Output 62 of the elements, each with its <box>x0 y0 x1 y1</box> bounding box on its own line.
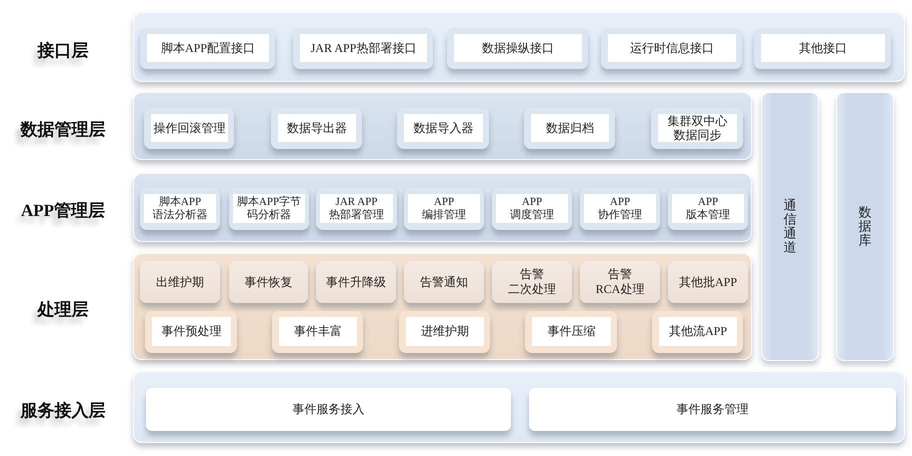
module-tile <box>399 311 490 353</box>
module-label: 其他接口 <box>761 34 885 62</box>
service-panel: 事件服务管理 <box>529 388 896 431</box>
module-tile: 出维护期 <box>140 261 220 303</box>
module-tile <box>397 108 489 149</box>
module-label: 其他流APP <box>659 317 737 346</box>
module-tile <box>524 108 615 149</box>
module-label: 操作回滚管理 <box>151 114 228 142</box>
module-tile <box>316 188 397 230</box>
module-tile <box>229 188 309 230</box>
module-tile <box>652 311 743 353</box>
layer-title: 接口层 <box>36 40 90 62</box>
module-label: 进维护期 <box>406 317 484 346</box>
layer-title: 服务接入层 <box>19 400 106 422</box>
layer-title: 处理层 <box>36 299 90 321</box>
module-tile <box>447 28 588 69</box>
module-label: 脚本APP语法分析器 <box>144 194 216 223</box>
module-label: 运行时信息接口 <box>608 34 736 62</box>
module-tile <box>145 311 237 353</box>
module-tile <box>404 188 484 230</box>
module-tile: 其他批APP <box>668 261 748 303</box>
module-label: APP版本管理 <box>672 194 744 223</box>
layer-title: APP管理层 <box>20 200 106 222</box>
column-label: 通信通道 <box>784 198 796 256</box>
module-label: 数据导入器 <box>404 114 483 142</box>
module-tile <box>601 28 742 69</box>
side-column <box>836 92 894 361</box>
column-label: 数据库 <box>858 205 872 248</box>
module-tile <box>651 108 743 149</box>
module-tile <box>271 108 362 149</box>
service-panel: 事件服务接入 <box>146 388 511 431</box>
module-label: JAR APP热部署接口 <box>300 34 427 62</box>
module-tile <box>668 188 748 230</box>
module-label: 事件预处理 <box>152 317 231 346</box>
module-label: APP编排管理 <box>408 194 480 223</box>
module-tile <box>525 311 617 353</box>
module-label: 事件压缩 <box>532 317 611 346</box>
module-tile <box>272 311 363 353</box>
module-tile: 告警通知 <box>404 261 484 303</box>
module-label: 数据操纵接口 <box>454 34 582 62</box>
module-tile <box>293 28 433 69</box>
module-tile: 告警二次处理 <box>492 261 572 303</box>
side-column <box>761 92 819 361</box>
module-tile <box>140 28 275 69</box>
module-label: 脚本APP配置接口 <box>147 34 269 62</box>
module-tile <box>580 188 660 230</box>
module-tile <box>140 188 220 230</box>
module-tile <box>754 28 891 69</box>
layer-title: 数据管理层 <box>19 118 106 140</box>
module-label: 数据导出器 <box>278 114 356 142</box>
module-label: 数据归档 <box>531 114 609 142</box>
module-label: 集群双中心数据同步 <box>658 114 737 142</box>
module-tile: 事件恢复 <box>229 261 308 303</box>
module-tile <box>492 188 572 230</box>
module-label: APP调度管理 <box>496 194 568 223</box>
module-label: APP协作管理 <box>584 194 656 223</box>
module-tile: 告警RCA处理 <box>580 261 660 303</box>
module-tile: 事件升降级 <box>316 261 396 303</box>
module-label: 事件丰富 <box>279 317 357 346</box>
module-label: 脚本APP字节码分析器 <box>233 194 305 223</box>
module-tile <box>144 108 234 149</box>
module-label: JAR APP热部署管理 <box>320 194 393 223</box>
